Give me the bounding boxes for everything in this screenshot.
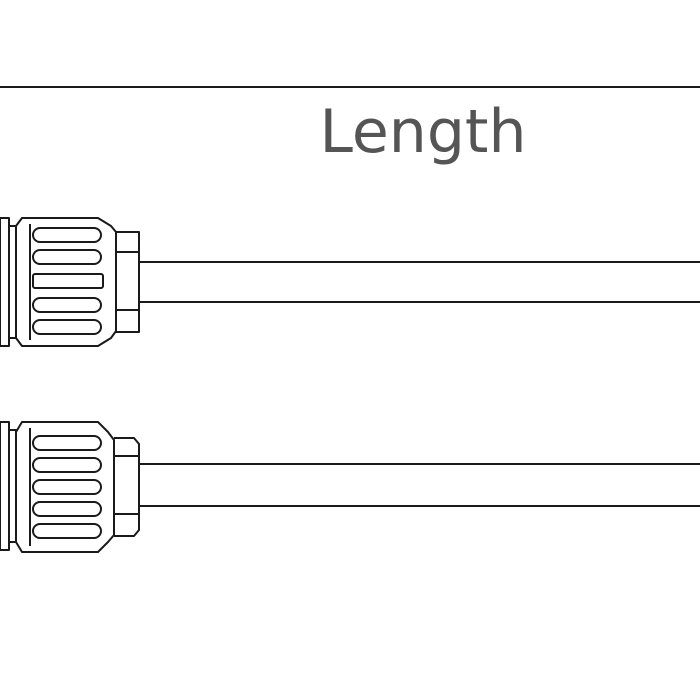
top-cable	[139, 261, 700, 303]
top-cable-assembly	[0, 217, 700, 347]
bottom-hex-body	[114, 437, 140, 537]
bottom-end-cap	[0, 421, 17, 551]
dimension-label: Length	[320, 97, 527, 167]
bottom-cable	[139, 463, 700, 507]
top-coupling-nut	[15, 217, 117, 347]
bottom-cable-assembly	[0, 421, 700, 553]
top-end-cap	[0, 217, 17, 347]
top-hex-body	[115, 231, 140, 333]
bottom-coupling-nut	[15, 421, 115, 553]
